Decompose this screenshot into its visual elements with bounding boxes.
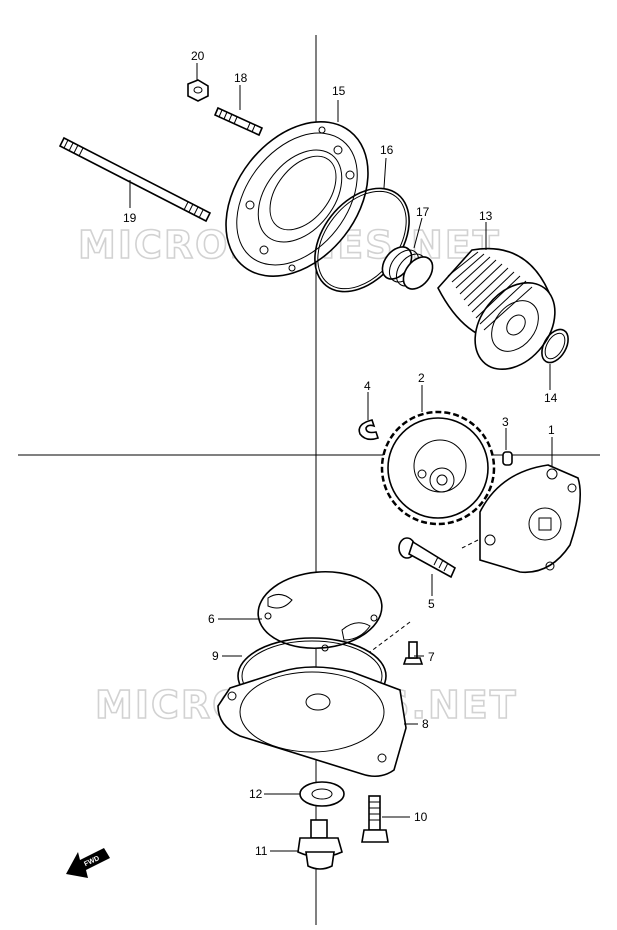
part-10-bolt xyxy=(361,795,389,843)
callout-6: 6 xyxy=(208,612,215,626)
callout-20: 20 xyxy=(191,49,205,63)
callout-2: 2 xyxy=(418,371,425,385)
callout-15: 15 xyxy=(332,84,346,98)
callout-10: 10 xyxy=(414,810,428,824)
part-20-nut xyxy=(187,79,209,102)
part-6-strainer xyxy=(257,570,383,652)
callout-5: 5 xyxy=(428,597,435,611)
part-4-circlip xyxy=(358,419,380,441)
callout-13: 13 xyxy=(479,209,493,223)
callout-14: 14 xyxy=(544,391,558,405)
part-12-washer xyxy=(299,781,345,807)
callout-11: 11 xyxy=(255,844,268,858)
part-8-oil-pan xyxy=(217,666,407,778)
part-19-long-stud xyxy=(58,136,212,223)
part-7-screw xyxy=(402,641,424,665)
part-3-pin xyxy=(502,451,513,466)
callout-9: 9 xyxy=(212,649,219,663)
callout-16: 16 xyxy=(380,143,394,157)
part-14-o-ring xyxy=(541,328,569,364)
part-13-oil-filter xyxy=(437,247,556,371)
part-18-stud xyxy=(213,106,264,137)
callout-8: 8 xyxy=(422,717,429,731)
callout-18: 18 xyxy=(234,71,248,85)
callout-1: 1 xyxy=(548,423,555,437)
callout-12: 12 xyxy=(249,787,263,801)
alignment-dashed-lines xyxy=(369,539,479,653)
part-2-gear xyxy=(380,410,496,526)
callout-7: 7 xyxy=(428,650,435,664)
part-11-drain-plug xyxy=(297,819,343,870)
callout-19: 19 xyxy=(123,211,137,225)
callout-3: 3 xyxy=(502,415,509,429)
part-1-oil-pump xyxy=(479,464,582,574)
part-17-spring xyxy=(381,246,434,290)
part-15-filter-cover xyxy=(225,121,369,277)
leader-lines xyxy=(129,63,553,852)
callout-4: 4 xyxy=(364,379,371,393)
fwd-arrow-icon: FWD xyxy=(66,848,110,878)
part-5-bolt xyxy=(398,537,457,579)
callout-17: 17 xyxy=(416,205,430,219)
